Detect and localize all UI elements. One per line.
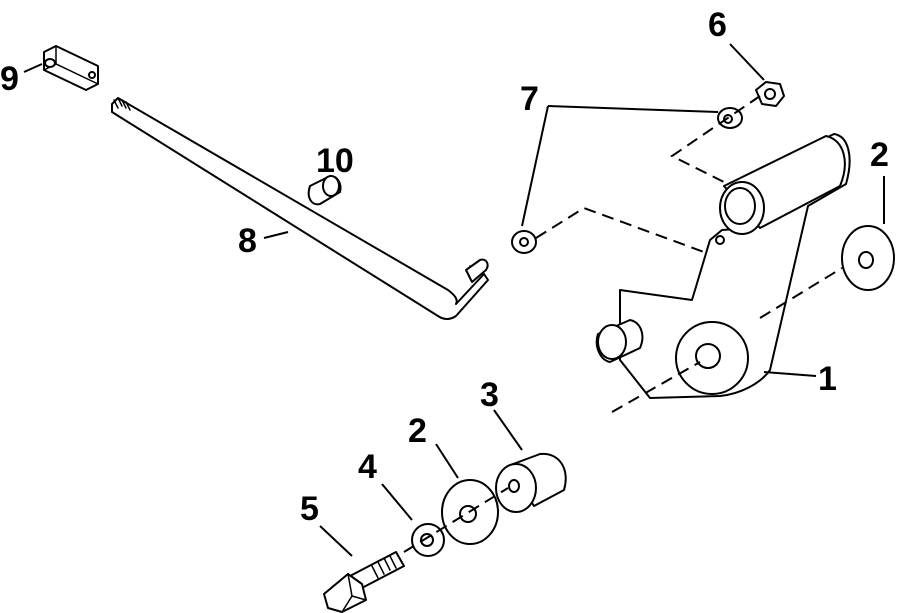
part-10-sleeve: [307, 175, 342, 206]
callout-10: 10: [316, 142, 354, 180]
part-7-washer-lower: [511, 230, 537, 254]
callout-2-lower: 2: [408, 412, 427, 450]
callout-5: 5: [300, 490, 319, 528]
part-6-nut: [755, 81, 785, 107]
callout-3: 3: [480, 376, 499, 414]
part-1-lever-bracket: [595, 133, 851, 399]
callout-6: 6: [708, 6, 727, 44]
part-9-clevis: [43, 45, 99, 91]
part-5-bolt: [323, 551, 405, 613]
assembly-lines: [403, 95, 843, 553]
callout-2-upper: 2: [870, 136, 889, 174]
part-8-rod: [111, 97, 489, 320]
part-2-washer-right: [841, 225, 895, 291]
callout-1: 1: [818, 360, 837, 398]
part-3-spacer: [495, 452, 567, 513]
callout-9: 9: [0, 60, 19, 98]
callout-4: 4: [358, 448, 377, 486]
leader-lines: [23, 43, 885, 557]
part-4-washer-small: [411, 523, 445, 557]
callout-7: 7: [520, 80, 539, 118]
callout-8: 8: [238, 222, 257, 260]
